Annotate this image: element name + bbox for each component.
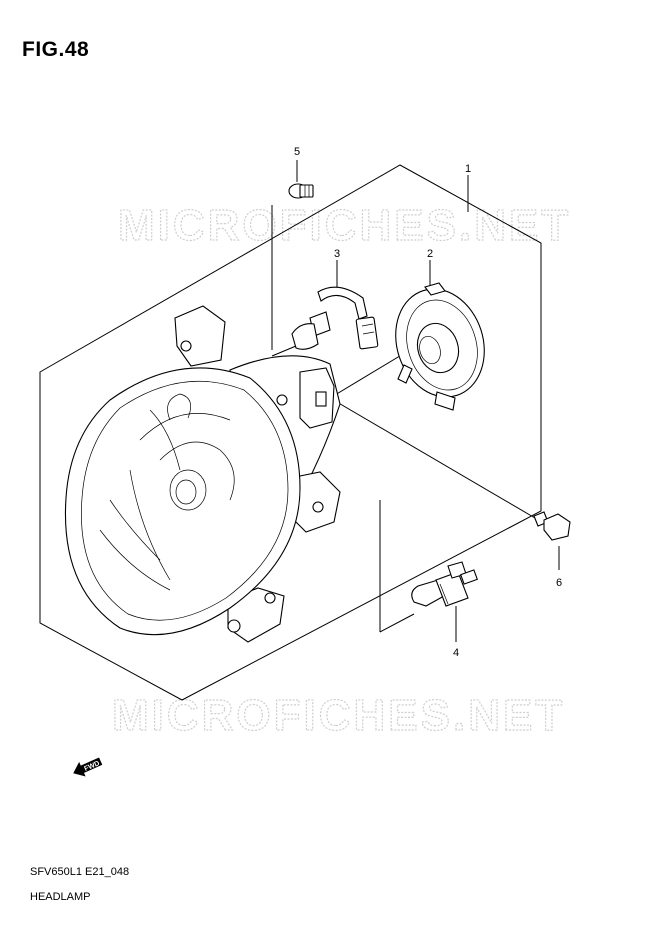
assembly-outline (39, 164, 542, 701)
callout-5: 5 (294, 146, 300, 158)
harness-socket-part-3 (271, 260, 379, 357)
fwd-label: FWD (83, 760, 100, 773)
callout-6: 6 (556, 577, 562, 589)
bolt-part-6 (533, 511, 571, 570)
headlamp-body-part-1 (64, 305, 341, 643)
diagram-name: HEADLAMP (30, 891, 91, 903)
ref-line-6 (329, 397, 536, 519)
callout-1: 1 (465, 163, 471, 175)
watermark-top: MICROFICHES.NET (118, 201, 571, 250)
callout-4: 4 (453, 647, 459, 659)
fwd-arrow-icon: FWD (73, 757, 103, 777)
callout-3: 3 (334, 248, 340, 260)
headlight-bulb-part-4 (411, 561, 478, 642)
watermark-bottom: MICROFICHES.NET (112, 691, 565, 740)
diagram-code: SFV650L1 E21_048 (30, 866, 130, 878)
bulb-holder-part-2 (395, 260, 485, 411)
position-bulb-part-5 (288, 160, 314, 199)
figure-title: FIG.48 (22, 38, 90, 61)
ref-line-4b (379, 613, 415, 633)
callout-2: 2 (427, 248, 433, 260)
